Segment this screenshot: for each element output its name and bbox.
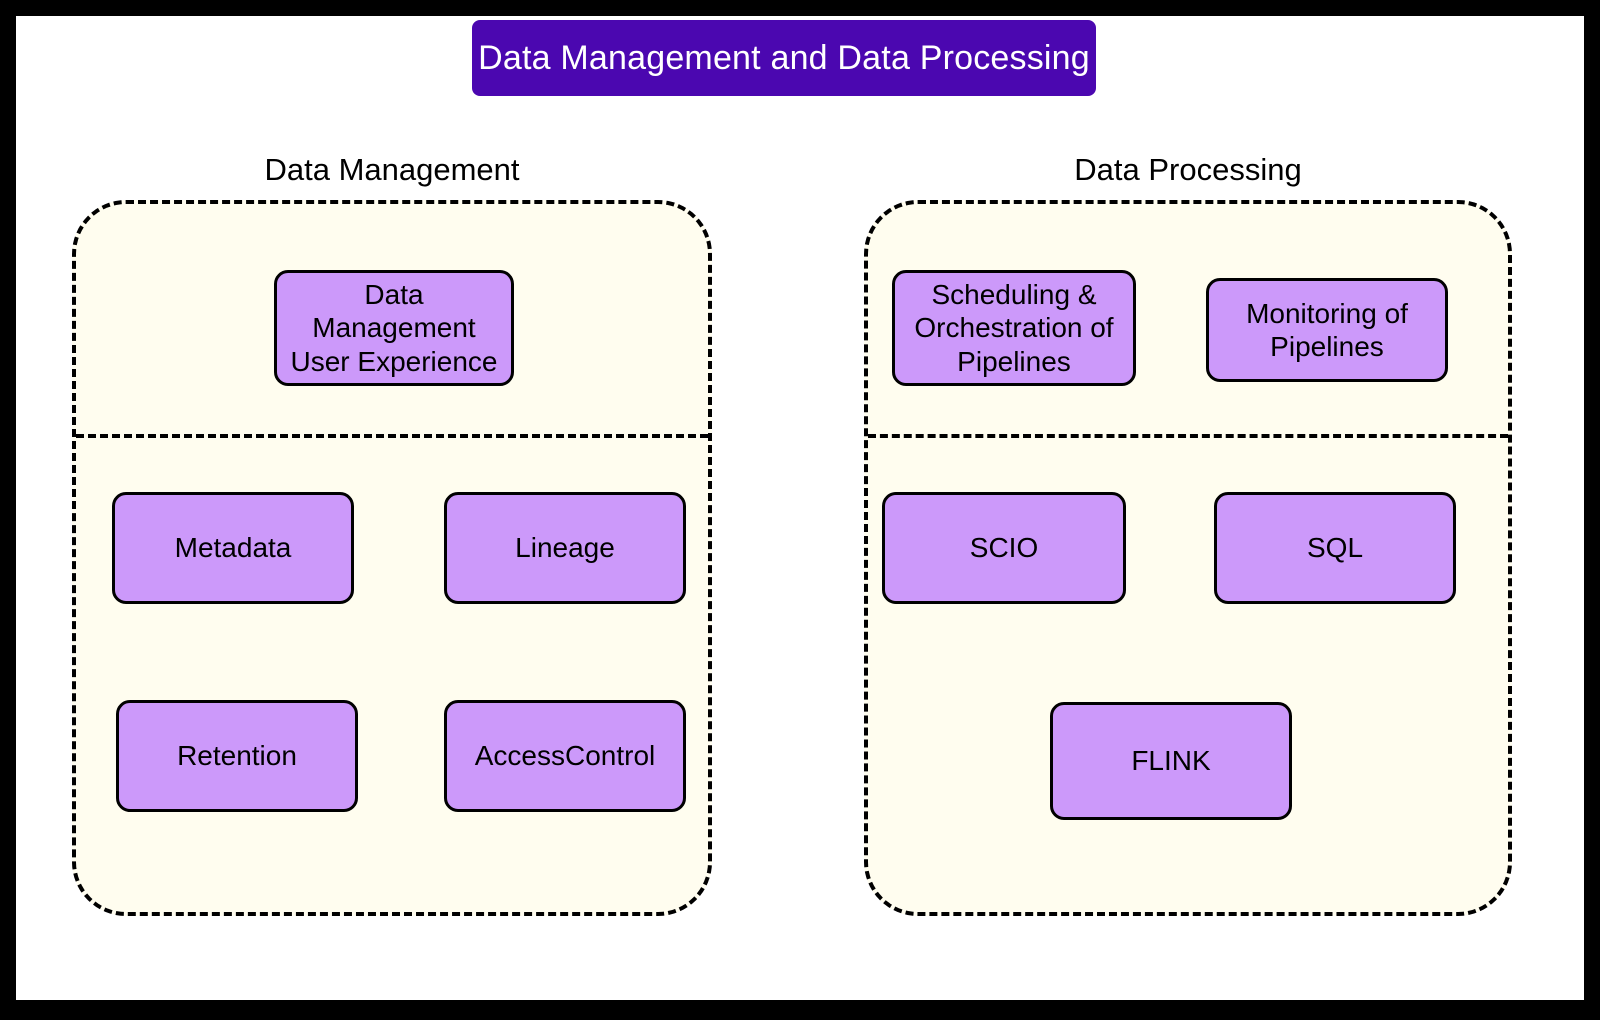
node-lineage[interactable]: Lineage <box>444 492 686 604</box>
node-monitoring-of-pipelines[interactable]: Monitoring of Pipelines <box>1206 278 1448 382</box>
diagram-title-banner: Data Management and Data Processing <box>472 20 1096 96</box>
group-container-data-processing: Scheduling & Orchestration of Pipelines … <box>864 200 1512 916</box>
node-scio[interactable]: SCIO <box>882 492 1126 604</box>
node-metadata[interactable]: Metadata <box>112 492 354 604</box>
group-container-data-management: Data Management User Experience Metadata… <box>72 200 712 916</box>
node-access-control[interactable]: AccessControl <box>444 700 686 812</box>
group-caption-data-processing: Data Processing <box>1074 152 1302 187</box>
node-data-management-user-experience[interactable]: Data Management User Experience <box>274 270 514 386</box>
node-flink[interactable]: FLINK <box>1050 702 1292 820</box>
group-caption-data-management: Data Management <box>264 152 520 187</box>
node-scheduling-orchestration-of-pipelines[interactable]: Scheduling & Orchestration of Pipelines <box>892 270 1136 386</box>
group-divider-data-management <box>76 434 708 438</box>
node-retention[interactable]: Retention <box>116 700 358 812</box>
diagram-page: Data Management and Data Processing Data… <box>16 16 1584 1000</box>
group-divider-data-processing <box>868 434 1508 438</box>
node-sql[interactable]: SQL <box>1214 492 1456 604</box>
